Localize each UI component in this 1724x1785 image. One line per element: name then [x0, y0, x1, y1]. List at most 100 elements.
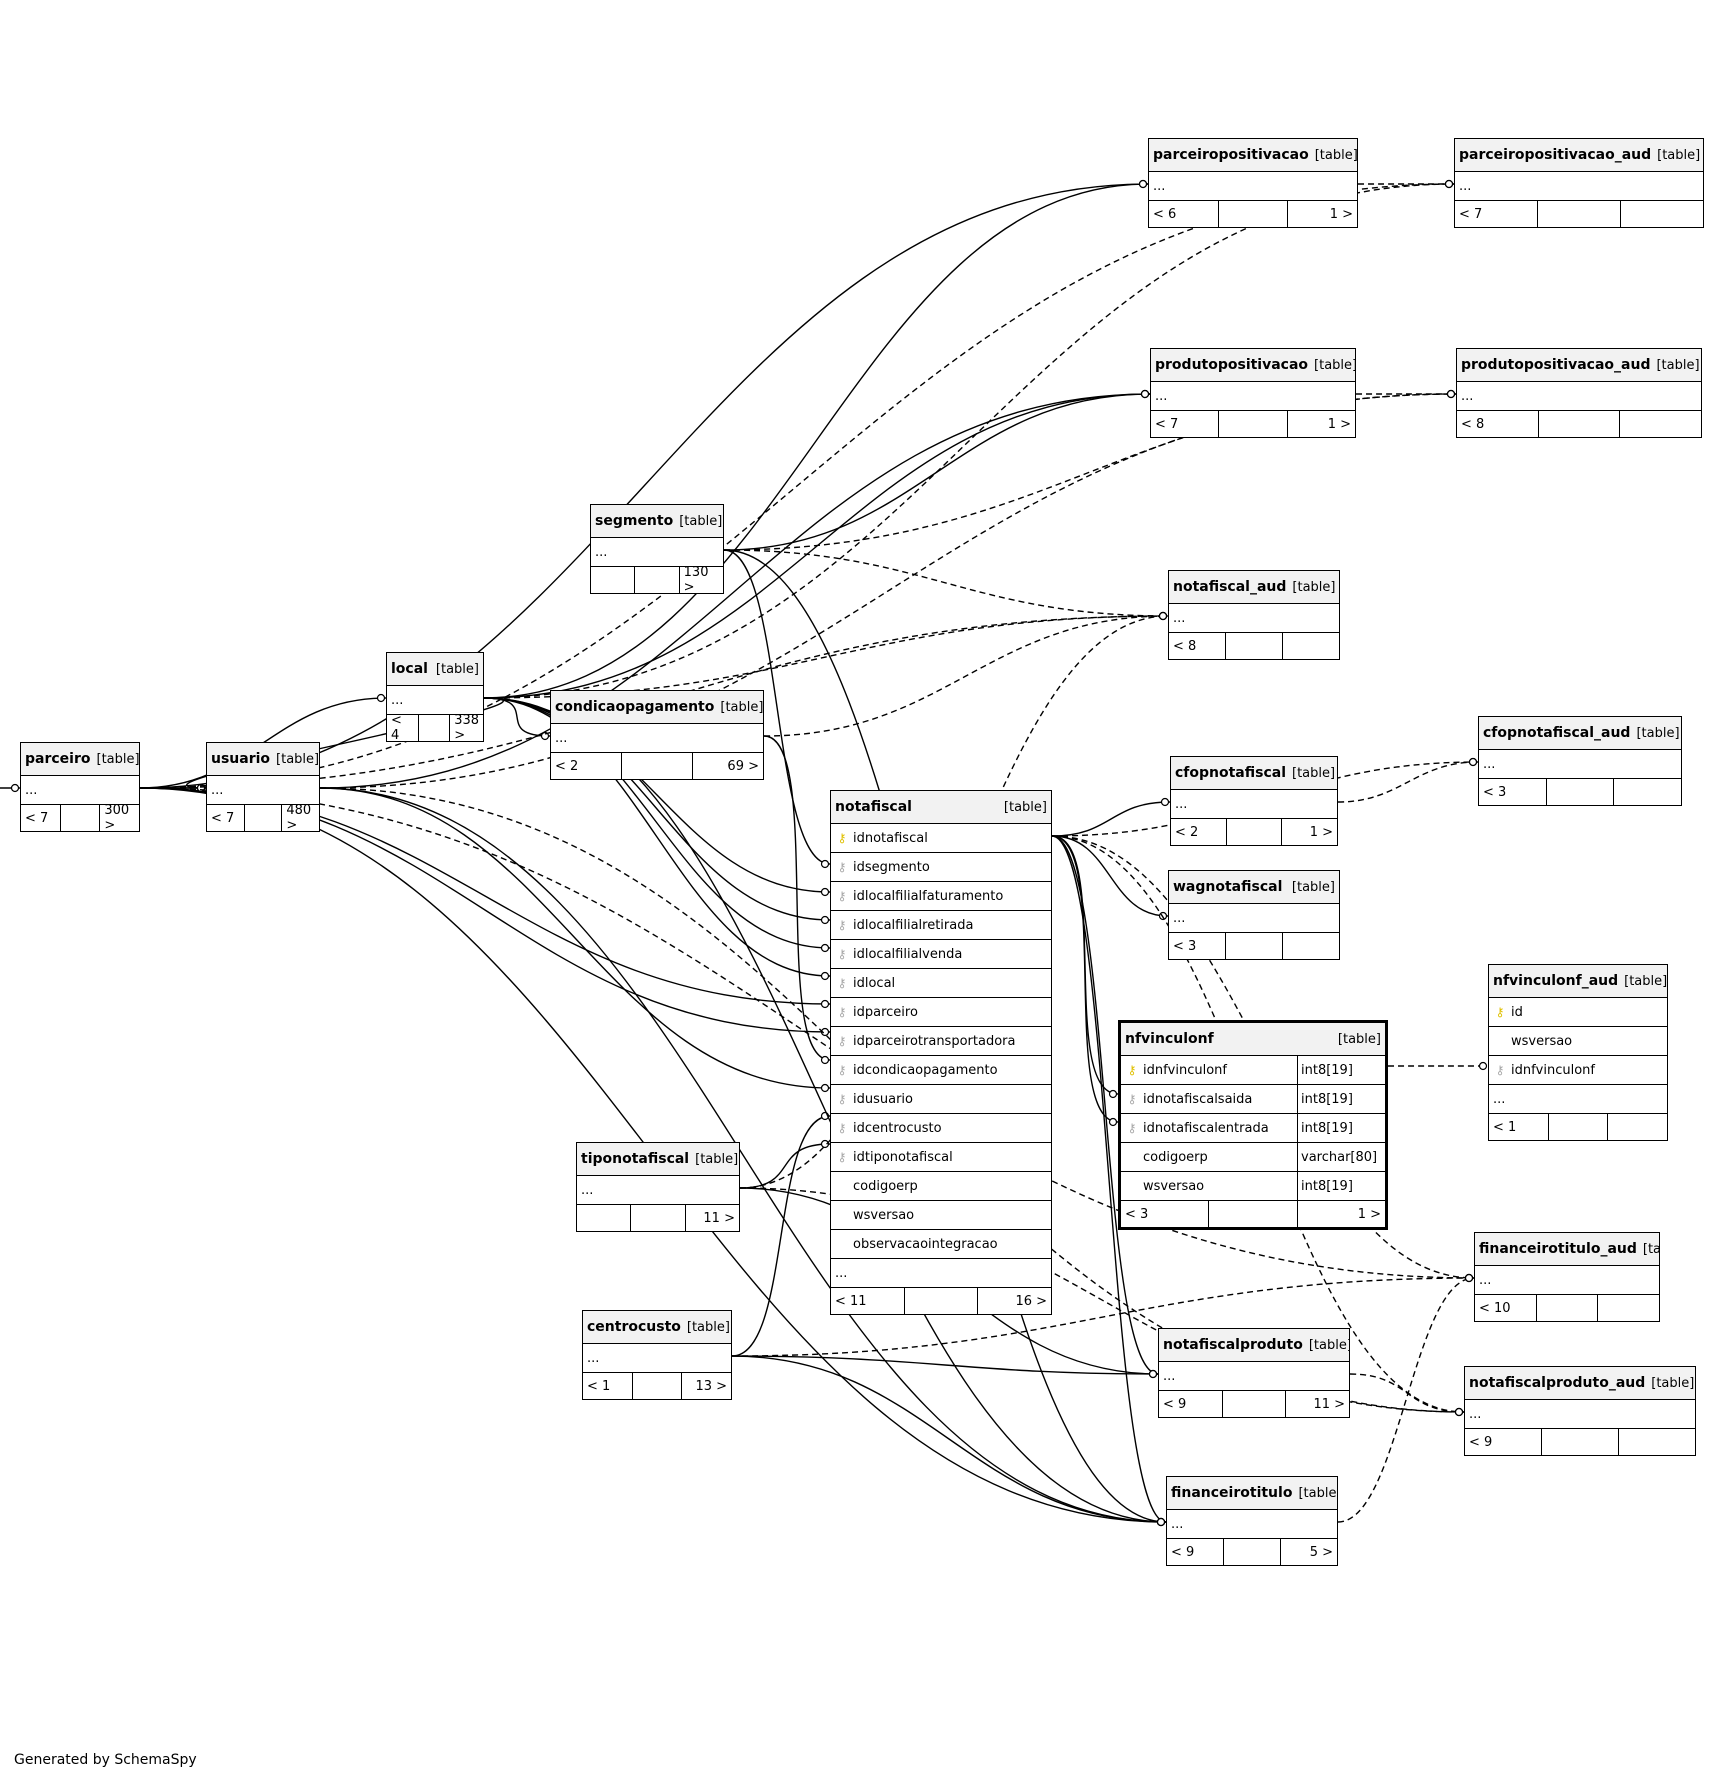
more-columns-row[interactable]: ... — [207, 776, 319, 805]
more-columns-row[interactable]: ... — [583, 1344, 731, 1373]
column-row[interactable]: ⚷idparceirotransportadora — [831, 1027, 1051, 1056]
column-row[interactable]: ⚷idcondicaopagamento — [831, 1056, 1051, 1085]
table-name[interactable]: parceiropositivacao_aud — [1459, 147, 1652, 163]
table-name[interactable]: notafiscal_aud — [1173, 579, 1287, 595]
more-columns-row[interactable]: ... — [551, 724, 763, 753]
footer-parents-count[interactable]: < 9 — [1159, 1391, 1223, 1417]
table-parceiropositivacao-aud[interactable]: parceiropositivacao_aud[table]...< 7 — [1454, 138, 1704, 228]
column-row[interactable]: ⚷idnfvinculonf — [1489, 1056, 1667, 1085]
table-name[interactable]: parceiropositivacao — [1153, 147, 1309, 163]
table-name[interactable]: cfopnotafiscal — [1175, 765, 1287, 781]
table-name[interactable]: centrocusto — [587, 1319, 681, 1335]
more-columns-row[interactable]: ... — [1479, 750, 1681, 779]
column-row[interactable]: ⚷idsegmento — [831, 853, 1051, 882]
footer-children-count[interactable]: 300 > — [104, 803, 130, 833]
footer-parents-count[interactable]: < 11 — [831, 1288, 905, 1314]
more-columns-row[interactable]: ... — [1167, 1510, 1337, 1539]
table-name[interactable]: segmento — [595, 513, 674, 529]
footer-parents-count[interactable]: < 3 — [1169, 933, 1226, 959]
column-row[interactable]: ⚷idusuario — [831, 1085, 1051, 1114]
footer-parents-count[interactable]: < 8 — [1169, 633, 1226, 659]
column-row[interactable]: ⚷idlocalfilialvenda — [831, 940, 1051, 969]
column-row[interactable]: ⚷id — [1489, 998, 1667, 1027]
footer-parents-count[interactable]: < 7 — [1455, 201, 1538, 227]
table-tiponotafiscal[interactable]: tiponotafiscal[table]...11 > — [576, 1142, 740, 1232]
table-name[interactable]: produtopositivacao — [1155, 357, 1309, 373]
footer-children-count[interactable] — [1608, 1114, 1667, 1140]
footer-parents-count[interactable] — [591, 567, 636, 593]
table-notafiscal-aud[interactable]: notafiscal_aud[table]...< 8 — [1168, 570, 1340, 660]
footer-parents-count[interactable]: < 7 — [207, 805, 245, 831]
footer-children-count[interactable] — [1619, 1429, 1695, 1455]
footer-children-count[interactable]: 1 > — [1329, 206, 1354, 222]
footer-parents-count[interactable]: < 7 — [21, 805, 61, 831]
footer-parents-count[interactable]: < 1 — [583, 1373, 633, 1399]
footer-parents-count[interactable]: < 2 — [1171, 819, 1227, 845]
more-columns-row[interactable]: ... — [577, 1176, 739, 1205]
more-columns-row[interactable]: ... — [1169, 604, 1339, 633]
footer-children-count[interactable] — [1621, 201, 1703, 227]
footer-children-count[interactable]: 130 > — [683, 565, 709, 595]
more-columns-row[interactable]: ... — [1149, 172, 1357, 201]
footer-parents-count[interactable]: < 1 — [1489, 1114, 1549, 1140]
column-row[interactable]: ⚷idparceiro — [831, 998, 1051, 1027]
more-columns-row[interactable]: ... — [1457, 382, 1701, 411]
more-columns-row[interactable]: ... — [1171, 790, 1337, 819]
column-row[interactable]: ⚷idlocalfilialretirada — [831, 911, 1051, 940]
footer-children-count[interactable] — [1598, 1295, 1659, 1321]
table-financeirotitulo[interactable]: financeirotitulo[table]...< 95 > — [1166, 1476, 1338, 1566]
table-name[interactable]: cfopnotafiscal_aud — [1483, 725, 1631, 741]
more-columns-row[interactable]: ... — [831, 1259, 1051, 1288]
footer-children-count[interactable]: 1 > — [1327, 416, 1351, 432]
more-columns-row[interactable]: ... — [1465, 1400, 1695, 1429]
footer-children-count[interactable]: 69 > — [727, 758, 759, 774]
more-columns-row[interactable]: ... — [1151, 382, 1355, 411]
more-columns-row[interactable]: ... — [387, 686, 483, 715]
table-wagnotafiscal[interactable]: wagnotafiscal[table]...< 3 — [1168, 870, 1340, 960]
column-row[interactable]: wsversao — [831, 1201, 1051, 1230]
footer-parents-count[interactable]: < 2 — [551, 753, 622, 779]
table-name[interactable]: usuario — [211, 751, 271, 767]
column-row[interactable]: codigoerp — [831, 1172, 1051, 1201]
footer-children-count[interactable] — [1614, 779, 1681, 805]
footer-children-count[interactable]: 13 > — [695, 1378, 728, 1394]
column-row[interactable]: ⚷idcentrocusto — [831, 1114, 1051, 1143]
table-name[interactable]: wagnotafiscal — [1173, 879, 1283, 895]
footer-children-count[interactable] — [1620, 411, 1701, 437]
footer-children-count[interactable]: 480 > — [286, 803, 312, 833]
footer-parents-count[interactable]: < 3 — [1479, 779, 1547, 805]
table-notafiscalproduto-aud[interactable]: notafiscalproduto_aud[table]...< 9 — [1464, 1366, 1696, 1456]
table-name[interactable]: financeirotitulo — [1171, 1485, 1293, 1501]
table-name[interactable]: notafiscalproduto — [1163, 1337, 1303, 1353]
table-name[interactable]: nfvinculonf — [1125, 1031, 1214, 1047]
table-name[interactable]: nfvinculonf_aud — [1493, 973, 1619, 989]
footer-parents-count[interactable]: < 4 — [387, 713, 419, 743]
more-columns-row[interactable]: ... — [21, 776, 139, 805]
column-row[interactable]: ⚷idnotafiscal — [831, 824, 1051, 853]
table-name[interactable]: notafiscal — [835, 799, 912, 815]
footer-parents-count[interactable]: < 6 — [1149, 201, 1219, 227]
footer-parents-count[interactable]: < 7 — [1151, 411, 1220, 437]
more-columns-row[interactable]: ... — [591, 538, 723, 567]
more-columns-row[interactable]: ... — [1169, 904, 1339, 933]
more-columns-row[interactable]: ... — [1489, 1085, 1667, 1114]
footer-parents-count[interactable]: < 9 — [1465, 1429, 1542, 1455]
table-segmento[interactable]: segmento[table]...130 > — [590, 504, 724, 595]
table-financeirotitulo-aud[interactable]: financeirotitulo_aud[table]...< 10 — [1474, 1232, 1660, 1322]
footer-parents-count[interactable] — [577, 1205, 632, 1231]
column-row[interactable]: ⚷idlocal — [831, 969, 1051, 998]
footer-children-count[interactable]: 16 > — [1015, 1293, 1048, 1309]
